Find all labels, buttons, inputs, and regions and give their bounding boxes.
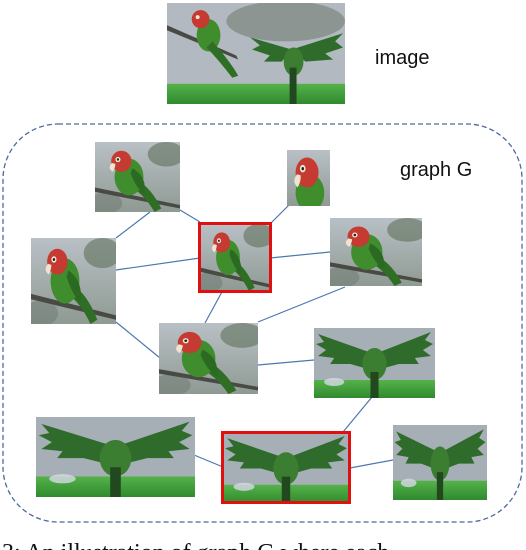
graph-edge: [115, 211, 151, 239]
node-parrot-top-left: [95, 142, 180, 212]
graph-label: graph G: [400, 159, 472, 181]
graph-edge: [193, 454, 224, 468]
graph-nodes: [31, 142, 487, 504]
graph-edge: [349, 459, 394, 469]
graph-boundary: [2, 123, 523, 523]
graph-edges: [115, 204, 394, 469]
graph-edge: [257, 286, 346, 323]
graph-edge: [204, 289, 224, 324]
image-label: image: [375, 47, 429, 69]
node-wings-right: [314, 328, 435, 398]
figure-caption: 3: An illustration of graph G where each: [2, 540, 389, 550]
node-parrot-left: [31, 238, 116, 324]
graph-edge: [269, 204, 290, 225]
node-wings-highlighted: [223, 432, 349, 503]
node-parrot-head: [287, 150, 330, 206]
image-thumbnail: [167, 3, 345, 104]
node-wings-bottom-right: [393, 425, 487, 500]
node-parrot-right: [330, 218, 422, 286]
graph-edge: [342, 396, 373, 433]
node-parrot-highlighted: [200, 224, 270, 291]
node-parrot-middle: [159, 323, 258, 394]
graph-edge: [115, 321, 161, 359]
graph-edge: [269, 251, 331, 259]
graph-edge: [115, 257, 201, 271]
graph-edge: [257, 359, 315, 366]
highlight-frame: [198, 222, 272, 293]
node-wings-bottom-left: [36, 417, 195, 497]
graph-edge: [179, 209, 201, 223]
highlight-frame: [221, 431, 351, 504]
